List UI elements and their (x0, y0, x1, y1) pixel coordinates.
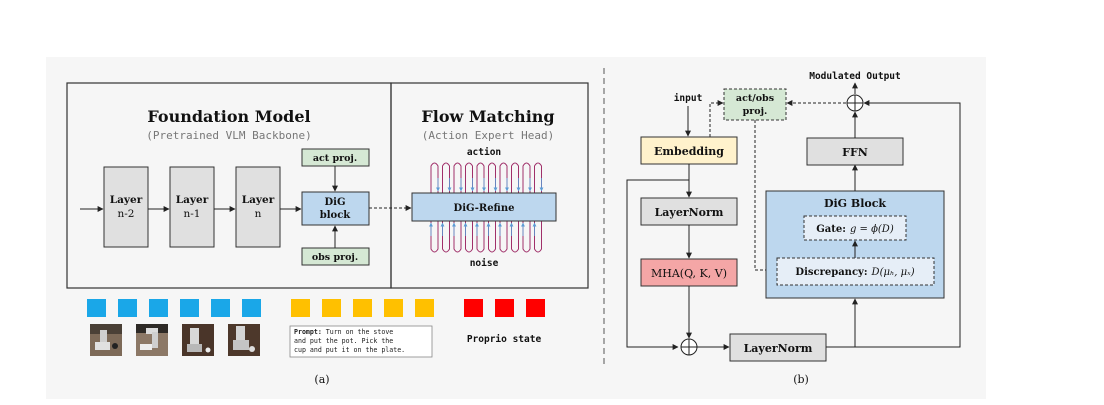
flow-matching-subtitle: (Action Expert Head) (422, 129, 554, 142)
dig-refine-label: DiG-Refine (454, 203, 515, 214)
flow-coil (522, 162, 531, 253)
caption-b: (b) (793, 373, 809, 386)
robot-image-2 (136, 324, 168, 356)
vision-token (242, 299, 261, 317)
discrepancy-box (776, 257, 935, 286)
robot-thumbnails (90, 324, 260, 356)
robot-image-4 (228, 324, 260, 356)
layernorm-1-label: LayerNorm (655, 206, 724, 219)
layernorm-2-label: LayerNorm (744, 342, 813, 355)
obs-proj-label: obs proj. (312, 252, 358, 263)
layer-n-index: n (255, 208, 262, 220)
language-token (291, 299, 310, 317)
proprio-token (464, 299, 483, 317)
embedding-label: Embedding (654, 145, 724, 158)
modulated-output-label: Modulated Output (809, 71, 901, 82)
flow-matching-frame (390, 82, 589, 289)
ffn-label: FFN (842, 146, 868, 159)
flow-coils (429, 162, 544, 253)
language-token (415, 299, 434, 317)
flow-coil (499, 162, 508, 253)
prompt-line-1: Prompt: Turn on the stove (294, 328, 393, 336)
layer-n-1-label: Layer (176, 194, 209, 206)
prompt-box (289, 325, 433, 358)
gate-label: Gate:g = ϕ(D) (816, 224, 894, 235)
embedding-box (640, 136, 738, 165)
dig-block-title: DiG Block (824, 197, 886, 210)
act-obs-proj-box (723, 88, 787, 121)
foundation-model-title: Foundation Model (147, 107, 310, 126)
flow-coil (442, 162, 450, 253)
mha-label: MHA(Q, K, V) (651, 267, 727, 280)
dig-block-label: DiG (324, 197, 345, 208)
layer-n-box (235, 166, 281, 248)
layer-n-1-index: n-1 (184, 208, 201, 220)
flow-coil (476, 162, 485, 253)
ffn-box (806, 137, 904, 166)
layernorm-2-box (729, 333, 827, 362)
obs-proj-box (301, 247, 370, 266)
flow-coil (488, 162, 496, 253)
layer-n-2-label: Layer (110, 194, 143, 206)
action-label: action (467, 147, 501, 158)
language-token (322, 299, 341, 317)
robot-image-1 (90, 324, 122, 356)
gate-box (803, 215, 907, 241)
layer-n-1-box (169, 166, 215, 248)
token-row (87, 299, 545, 317)
dig-block-label-2: block (320, 210, 352, 221)
noise-label: noise (470, 258, 499, 269)
flow-coil (465, 162, 473, 253)
panel-a: Foundation Model (Pretrained VLM Backbon… (66, 82, 589, 386)
discrepancy-label: Discrepancy:D(μₕ, μₓ) (795, 267, 914, 278)
flow-coil (534, 162, 542, 253)
flow-coil (453, 162, 462, 253)
flow-matching-title: Flow Matching (421, 107, 554, 126)
vision-token (87, 299, 106, 317)
prompt-line-3: cup and put it on the plate. (294, 346, 405, 354)
layer-n-2-index: n-2 (118, 208, 135, 220)
flow-coil (511, 162, 519, 253)
act-obs-proj-label: act/obs (736, 93, 774, 104)
proprio-token (495, 299, 514, 317)
dig-refine-box (411, 192, 557, 222)
robot-image-3 (182, 324, 214, 356)
act-obs-proj-label-2: proj. (743, 106, 768, 117)
layer-n-label: Layer (242, 194, 275, 206)
vision-token (211, 299, 230, 317)
caption-a: (a) (314, 373, 329, 386)
vision-token (180, 299, 199, 317)
vision-token (118, 299, 137, 317)
vision-token (149, 299, 168, 317)
language-token (384, 299, 403, 317)
proprio-token (526, 299, 545, 317)
input-label: input (674, 93, 703, 104)
proprio-state-label: Proprio state (467, 334, 542, 345)
layer-n-2-box (103, 166, 149, 248)
flow-coil (430, 162, 439, 253)
prompt-line-2: and put the pot. Pick the (294, 337, 393, 345)
foundation-model-subtitle: (Pretrained VLM Backbone) (146, 129, 312, 142)
panel-b: input Modulated Output act/obs proj. Emb… (626, 71, 961, 386)
mha-box (640, 258, 738, 287)
language-token (353, 299, 372, 317)
act-proj-label: act proj. (313, 153, 357, 164)
